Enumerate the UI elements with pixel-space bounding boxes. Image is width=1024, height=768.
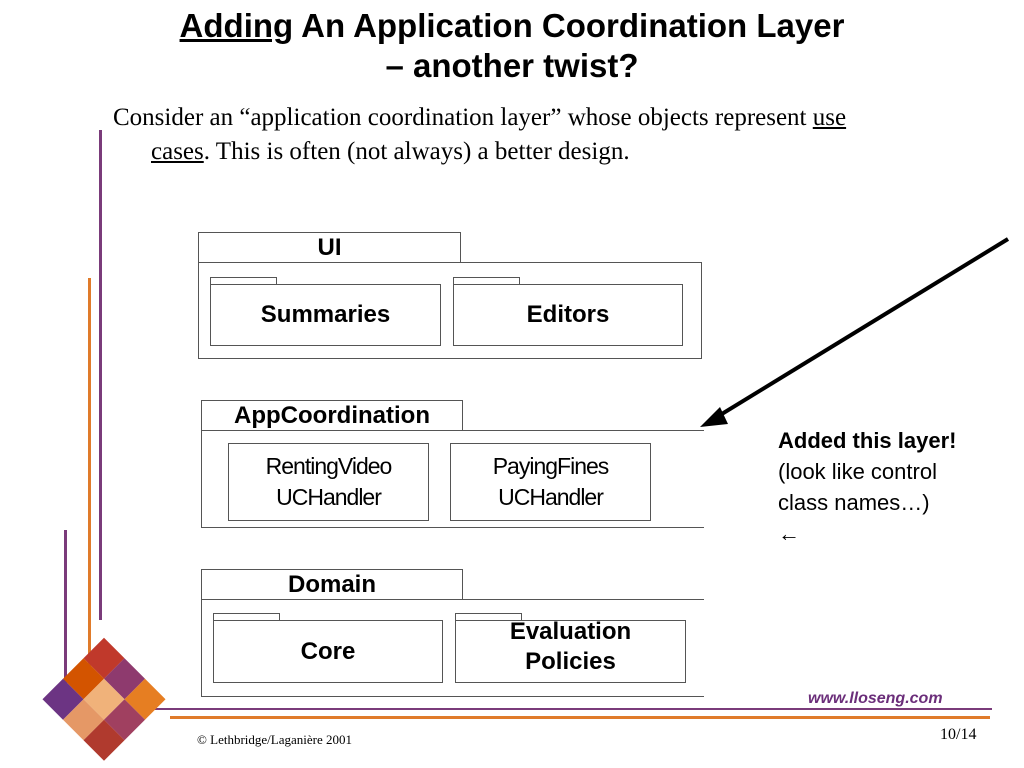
summaries-label: Summaries [260, 301, 391, 328]
core-package: Core [213, 620, 443, 683]
domain-package-tab: Domain [201, 569, 463, 600]
evaluation-tab [455, 613, 522, 621]
page-number: 10/14 [940, 726, 977, 743]
left-arrow-icon: ← [778, 521, 800, 546]
editors-package: Editors [453, 284, 683, 346]
editors-tab [453, 277, 520, 285]
title-line2: – another twist? [385, 47, 639, 84]
pointer-arrow [700, 237, 1010, 427]
editors-label: Editors [526, 301, 610, 328]
ui-package-tab: UI [198, 232, 461, 263]
core-label: Core [300, 637, 356, 665]
intro-paragraph: Consider an “application coordination la… [113, 101, 973, 169]
renting-video-package: RentingVideo UCHandler [228, 443, 429, 521]
bottom-rail-purple [150, 708, 992, 710]
paying-fines-line2: UCHandler [498, 484, 604, 510]
evaluation-policies-package: Evaluation Policies [455, 617, 686, 683]
app-package-name: AppCoordination [234, 402, 430, 429]
annotation-line2: (look like control [778, 459, 937, 484]
para-post: . This is often (not always) a better de… [203, 138, 630, 165]
paying-fines-package: PayingFines UCHandler [450, 443, 651, 521]
para-use: use [812, 104, 847, 131]
app-package-tab: AppCoordination [201, 400, 463, 431]
annotation-line3: class names…) [778, 490, 930, 515]
summaries-tab [210, 277, 277, 285]
bottom-rail-orange [170, 716, 990, 719]
left-rail-purple-2 [64, 530, 67, 690]
copyright: © Lethbridge/Laganière 2001 [197, 732, 352, 747]
annotation-line1: Added this layer! [778, 428, 957, 453]
paying-fines-line1: PayingFines [492, 453, 610, 479]
evaluation-line1: Evaluation [509, 617, 632, 645]
title-line1-rest: An Application Coordination Layer [293, 7, 845, 44]
para-cases: cases [151, 138, 204, 165]
domain-package-name: Domain [287, 571, 376, 598]
mosaic-logo [42, 637, 166, 761]
renting-video-line1: RentingVideo [265, 453, 393, 479]
website-label: www.lloseng.com [808, 690, 943, 707]
summaries-package: Summaries [210, 284, 441, 346]
left-rail-purple [99, 130, 102, 620]
annotation-note: Added this layer! (look like control cla… [778, 425, 1018, 549]
renting-video-line2: UCHandler [276, 484, 382, 510]
title-underlined-word: Adding [179, 7, 294, 44]
left-rail-orange [88, 278, 91, 690]
evaluation-line2: Policies [525, 647, 616, 675]
slide-title: Adding An Application Coordination Layer… [70, 6, 954, 86]
core-tab [213, 613, 280, 621]
para-pre: Consider an “application coordination la… [113, 104, 813, 131]
ui-package-name: UI [317, 234, 342, 261]
